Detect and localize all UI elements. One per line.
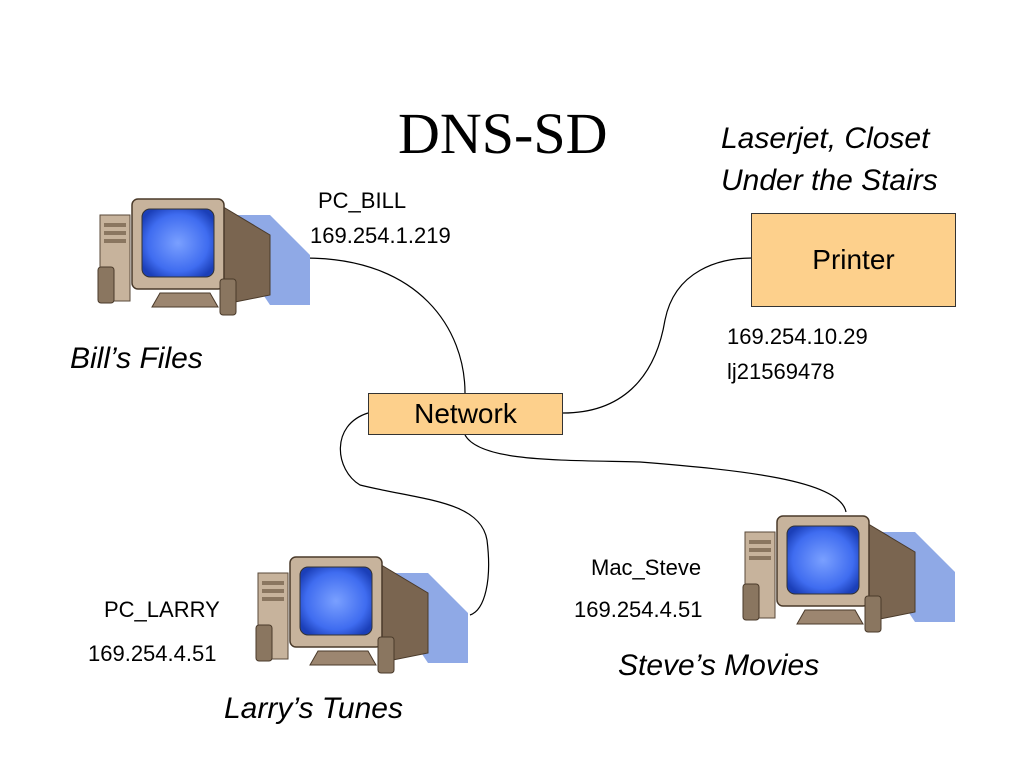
printer-label: Printer [812, 244, 895, 275]
link-network-printer [562, 257, 753, 414]
larry-hostname: PC_LARRY [104, 597, 220, 622]
printer-id: lj21569478 [727, 359, 835, 384]
printer-location-line2: Under the Stairs [721, 164, 938, 197]
steve-ip: 169.254.4.51 [574, 597, 703, 622]
network-box: Network [368, 393, 563, 435]
link-bill-network [304, 257, 466, 394]
network-label: Network [414, 398, 517, 429]
page-title: DNS-SD [398, 101, 608, 166]
link-network-steve [464, 434, 847, 513]
printer-box: Printer [751, 213, 956, 307]
bill-ip: 169.254.1.219 [310, 223, 451, 248]
steve-hostname: Mac_Steve [591, 555, 702, 580]
printer-location-line1: Laserjet, Closet [721, 122, 930, 155]
printer-ip: 169.254.10.29 [727, 324, 868, 349]
steve-service: Steve’s Movies [618, 649, 820, 682]
computer-bill-icon [97, 198, 311, 316]
bill-hostname: PC_BILL [318, 188, 407, 213]
computer-larry-icon [255, 556, 469, 674]
larry-ip: 169.254.4.51 [88, 641, 217, 666]
computer-steve-icon [742, 515, 956, 633]
link-network-larry [339, 412, 490, 616]
bill-service: Bill’s Files [70, 342, 203, 375]
larry-service: Larry’s Tunes [224, 692, 403, 725]
